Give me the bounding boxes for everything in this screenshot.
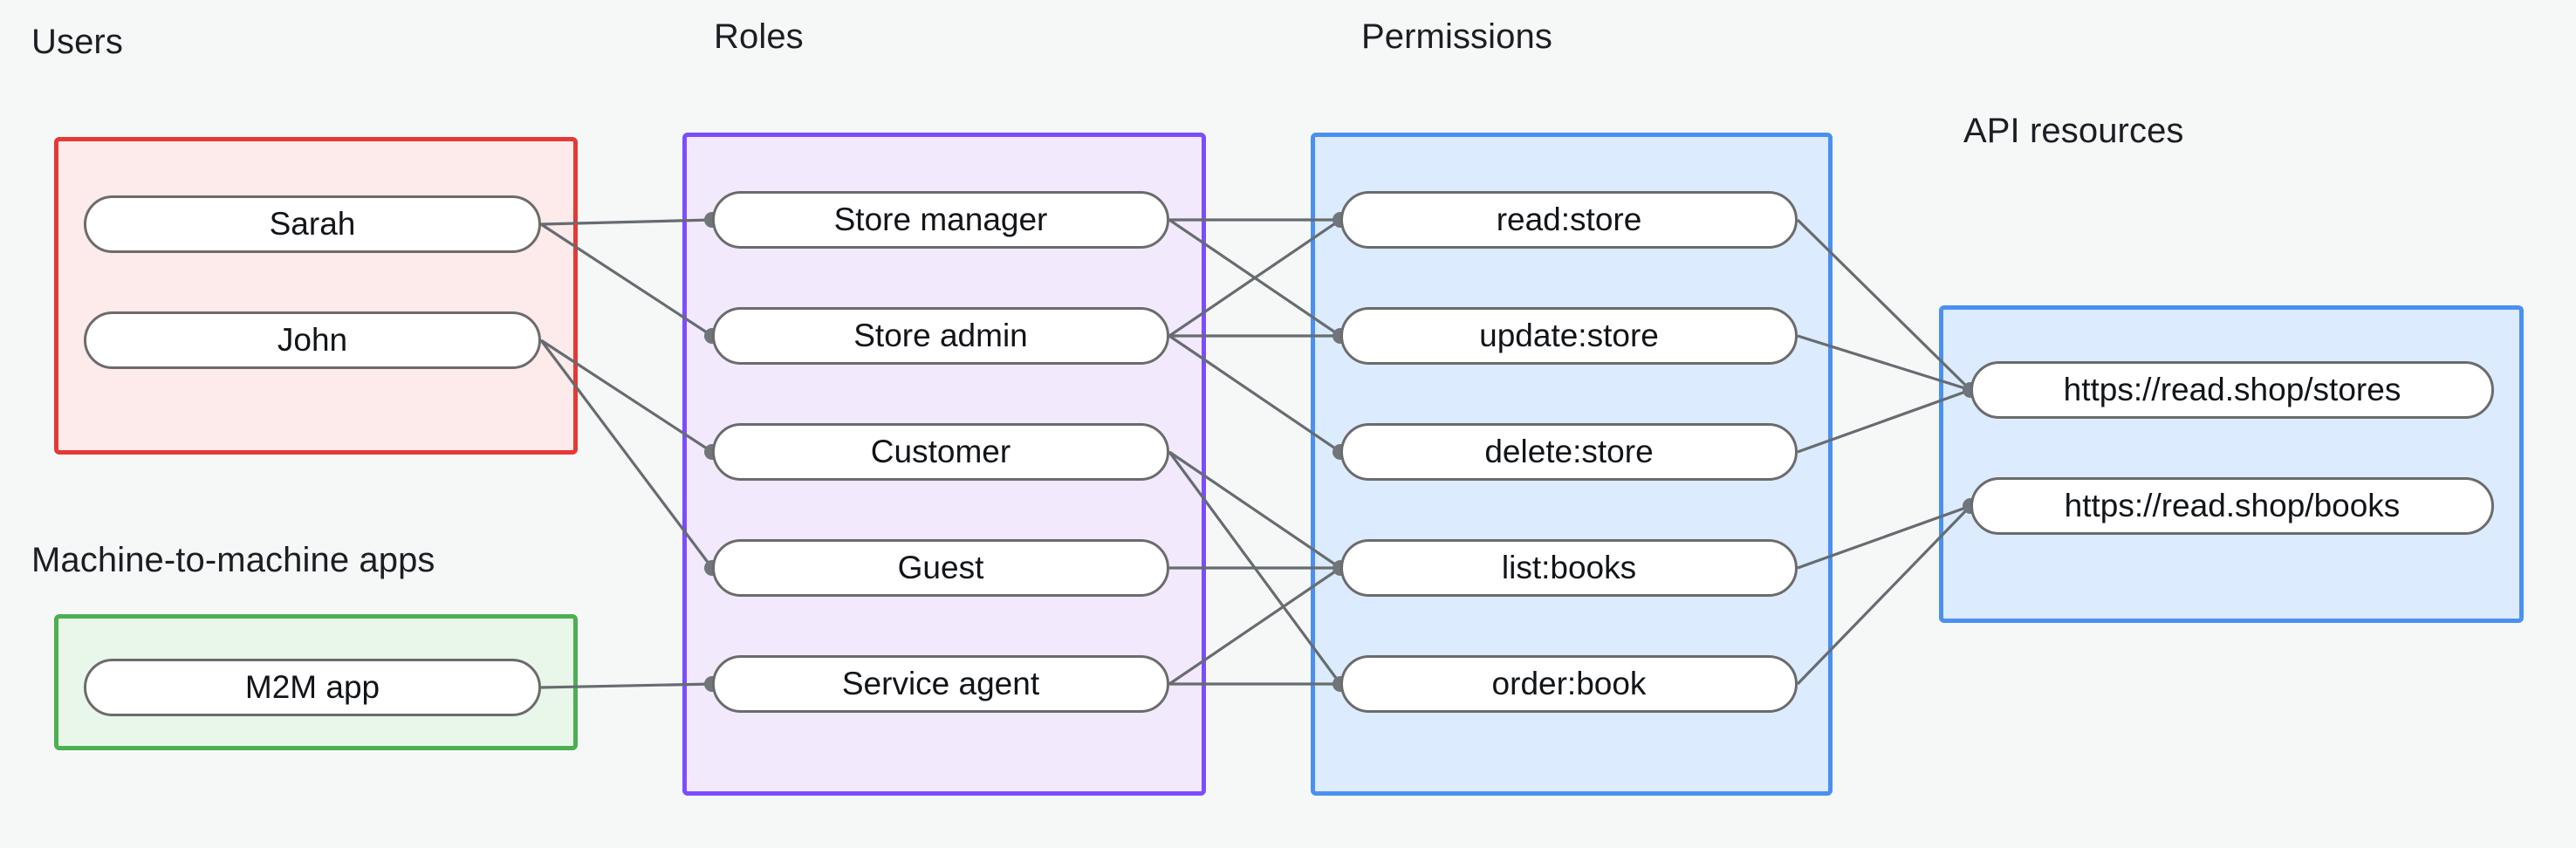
node-store-admin[interactable]: Store admin <box>712 307 1169 365</box>
node-m2mapp[interactable]: M2M app <box>84 659 541 716</box>
node-customer[interactable]: Customer <box>712 423 1169 481</box>
group-box-users <box>54 137 578 455</box>
node-john[interactable]: John <box>84 311 541 369</box>
node-order-book[interactable]: order:book <box>1340 655 1798 713</box>
group-title-api-resources: API resources <box>1963 112 2184 150</box>
node-res-stores[interactable]: https://read.shop/stores <box>1970 361 2494 419</box>
node-guest[interactable]: Guest <box>712 539 1169 597</box>
group-box-api-resources <box>1939 305 2524 623</box>
node-read-store[interactable]: read:store <box>1340 191 1798 249</box>
group-title-users: Users <box>31 23 123 61</box>
group-title-permissions: Permissions <box>1361 17 1552 56</box>
node-sarah[interactable]: Sarah <box>84 195 541 253</box>
group-title-roles: Roles <box>714 17 804 56</box>
node-store-manager[interactable]: Store manager <box>712 191 1169 249</box>
node-service-agent[interactable]: Service agent <box>712 655 1169 713</box>
node-list-books[interactable]: list:books <box>1340 539 1798 597</box>
group-title-m2m: Machine-to-machine apps <box>31 541 435 579</box>
node-update-store[interactable]: update:store <box>1340 307 1798 365</box>
node-delete-store[interactable]: delete:store <box>1340 423 1798 481</box>
node-res-books[interactable]: https://read.shop/books <box>1970 477 2494 535</box>
